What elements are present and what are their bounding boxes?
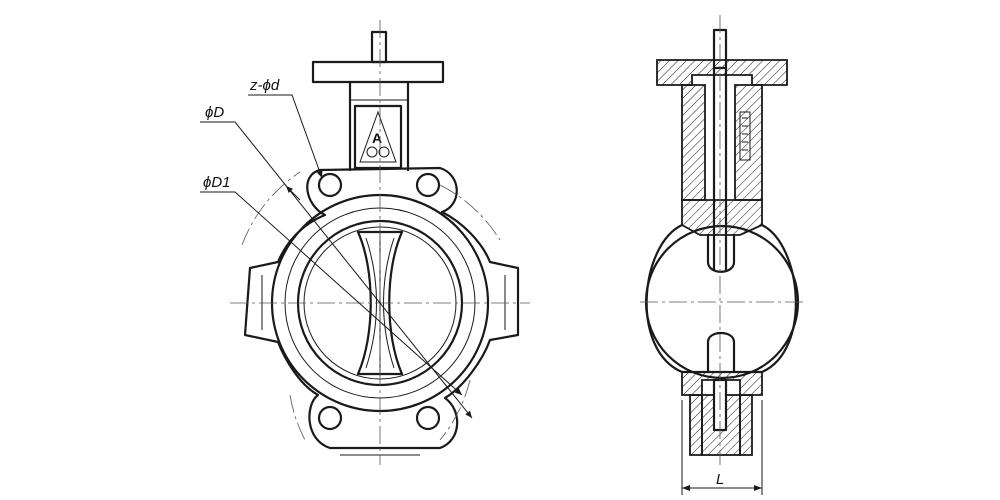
front-view: A z-ϕd (200, 20, 530, 465)
bolt-hole-top-left (317, 172, 343, 198)
bolt-hole-bottom-left (317, 405, 343, 431)
side-body-lower (681, 371, 763, 396)
label-bolt-circle-diameter: ϕD1 (203, 174, 231, 191)
logo-circle-left (366, 146, 378, 158)
od-arc-upper (241, 171, 301, 246)
top-flange (311, 60, 445, 84)
side-upper-hub (706, 233, 736, 273)
label-face-to-face-length: L (716, 471, 724, 488)
bolt-hole-top-right (415, 172, 441, 198)
leader-outer-diameter (200, 121, 473, 419)
od-arc-right (439, 184, 501, 241)
side-stem (712, 66, 728, 272)
valve-body-outline (243, 166, 520, 450)
side-view: L (640, 15, 805, 495)
side-neck-right (734, 84, 763, 201)
side-lower-hub (706, 331, 736, 374)
side-neck-left (681, 84, 706, 201)
od-arc-left (289, 394, 306, 441)
side-body-upper (681, 199, 763, 236)
label-outer-diameter: ϕD (205, 104, 224, 121)
logo-triangle (359, 110, 397, 163)
od-arc-lower (439, 379, 471, 441)
leader-bolt-circle (200, 191, 463, 396)
logo-letter: A (372, 130, 382, 146)
label-bolt-holes: z-ϕd (249, 77, 280, 94)
side-nameplate (739, 111, 751, 161)
logo-circle-right (378, 146, 390, 158)
leader-bolt-holes (248, 94, 323, 179)
disc (356, 230, 404, 376)
bolt-hole-bottom-right (415, 405, 441, 431)
side-top-flange (656, 59, 788, 86)
neck (348, 80, 410, 172)
stem (370, 30, 388, 64)
